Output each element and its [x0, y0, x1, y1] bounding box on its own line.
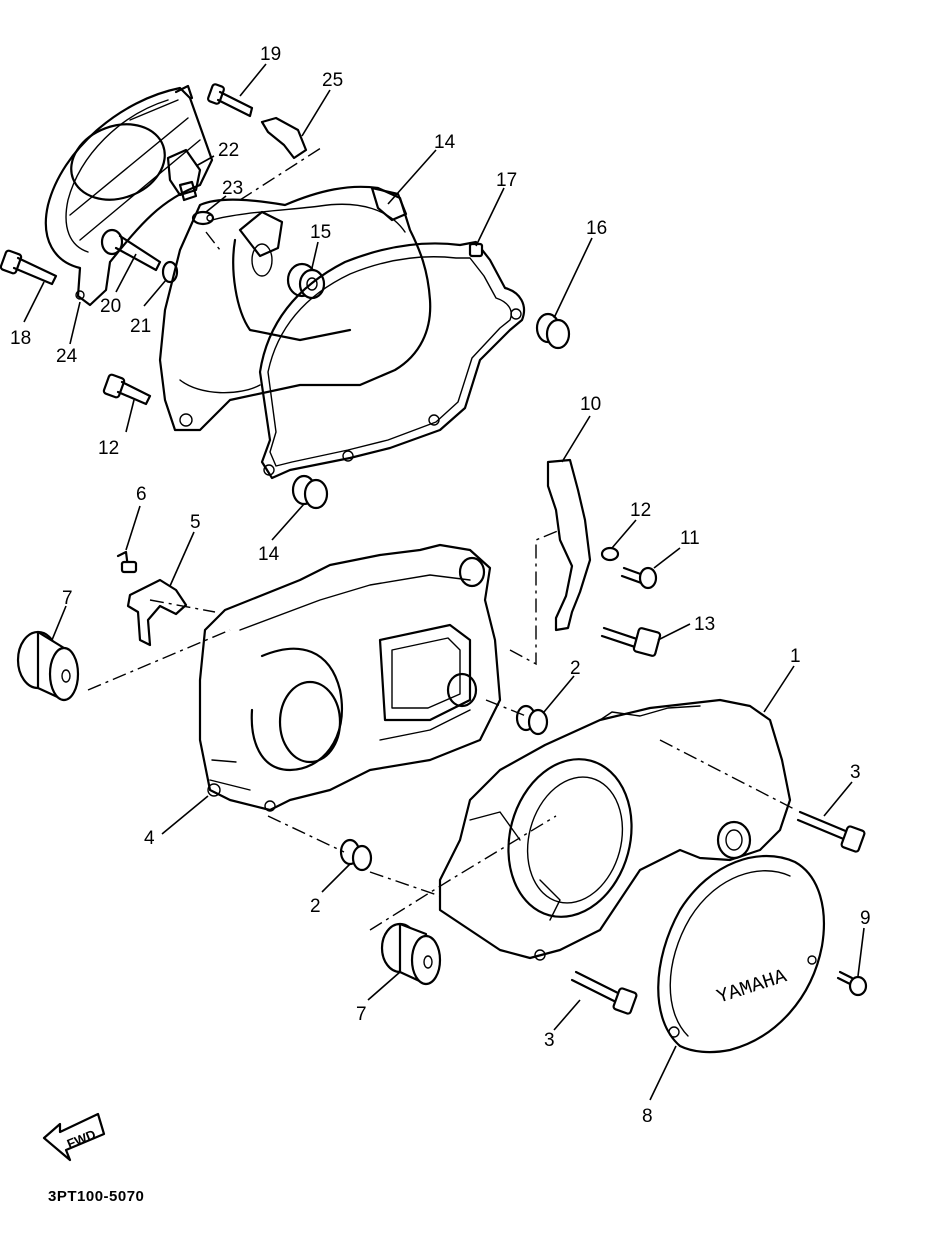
bolt-14-upper — [0, 249, 58, 286]
callout-21: 10 — [580, 394, 601, 415]
callout-1: 1 — [790, 646, 801, 667]
crankcase-right — [438, 698, 792, 961]
bolt-3-right — [796, 810, 866, 853]
fwd-arrow-icon: FWD — [42, 1112, 106, 1162]
bolt-3-lower — [570, 970, 638, 1015]
callout-4: 4 — [144, 828, 155, 849]
dowel-12-lower — [291, 474, 329, 510]
callout-25: 25 — [322, 70, 343, 91]
washer-23 — [600, 546, 620, 562]
callout-12-upper: 16 — [586, 218, 607, 239]
callout-15: 19 — [260, 44, 281, 65]
bolt-16 — [100, 228, 162, 272]
dowel-2-lower — [339, 838, 373, 872]
callout-9: 9 — [860, 908, 871, 929]
callout-10: 14 — [434, 132, 456, 153]
callout-22: 11 — [680, 528, 700, 549]
callout-20: 13 — [694, 614, 715, 635]
crankcase-cover — [158, 185, 432, 432]
brand-text: YAMAHA — [714, 965, 790, 1009]
crankcase-left — [198, 543, 502, 812]
callout-5: 5 — [190, 512, 201, 533]
callout-23: 12 — [630, 500, 651, 521]
callout-12-lower: 14 — [258, 544, 280, 565]
callouts: 19 25 22 14 23 17 15 16 20 21 18 24 10 1… — [10, 44, 871, 1127]
sensor-18 — [166, 148, 202, 202]
callout-17: 21 — [130, 316, 151, 337]
callout-8: 8 — [642, 1106, 653, 1127]
dowel-13 — [468, 242, 484, 258]
dowel-12-upper — [535, 312, 571, 350]
cover-plate — [44, 84, 214, 307]
callout-2-lower: 2 — [310, 896, 321, 917]
alignment-lines — [87, 145, 797, 931]
callout-13: 17 — [496, 170, 517, 191]
bolt-14-lower — [102, 373, 152, 406]
bolt-15 — [207, 83, 254, 118]
callout-14-lower: 12 — [98, 438, 119, 459]
clip-25 — [260, 116, 308, 160]
bracket-21 — [546, 458, 592, 632]
bushing-7-lower — [380, 922, 442, 986]
callout-7-left: 7 — [62, 588, 73, 609]
leader-lines — [23, 63, 865, 1101]
callout-2-upper: 2 — [570, 658, 581, 679]
bolt-20 — [600, 626, 662, 657]
callout-3-lower: 3 — [544, 1030, 555, 1051]
screw-6 — [116, 550, 138, 574]
screw-9 — [836, 970, 868, 997]
callout-7-lower: 7 — [356, 1004, 367, 1025]
diagram-code: 3PT100-5070 — [48, 1188, 145, 1205]
callout-3-right: 3 — [850, 762, 861, 783]
bushing-7-left — [16, 630, 80, 702]
bracket-5 — [126, 578, 188, 647]
callout-6: 6 — [136, 484, 147, 505]
callout-18: 22 — [218, 140, 239, 161]
bolt-22 — [620, 566, 658, 590]
washer-17 — [161, 260, 179, 284]
ignition-cover-8: YAMAHA — [657, 854, 825, 1054]
callout-24: 24 — [56, 346, 78, 367]
callout-14-upper: 18 — [10, 328, 31, 349]
callout-19: 23 — [222, 178, 243, 199]
callout-11: 15 — [310, 222, 331, 243]
callout-16: 20 — [100, 296, 121, 317]
dowel-2-upper — [515, 704, 549, 736]
